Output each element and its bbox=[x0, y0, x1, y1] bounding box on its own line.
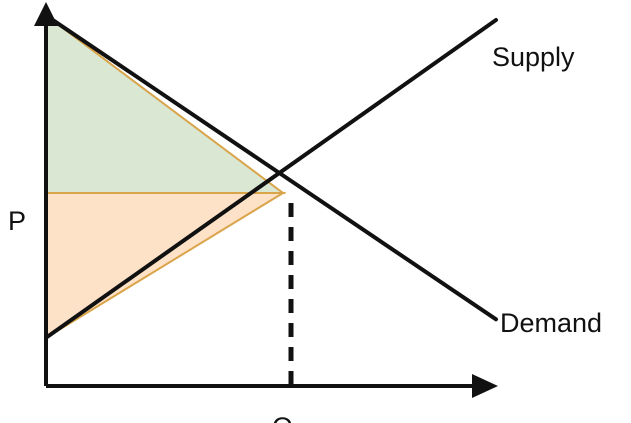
consumer-surplus-region bbox=[45, 13, 287, 194]
x-axis-arrowhead bbox=[472, 374, 498, 398]
supply-label: Supply bbox=[492, 42, 575, 72]
demand-line bbox=[44, 13, 498, 322]
producer-surplus-region bbox=[45, 192, 287, 340]
y-tick-label-p: P bbox=[8, 206, 26, 236]
supply-line bbox=[44, 18, 498, 340]
demand-label: Demand bbox=[500, 308, 602, 338]
y-axis-arrowhead bbox=[34, 2, 58, 26]
x-tick-label-q: Q bbox=[272, 412, 293, 423]
